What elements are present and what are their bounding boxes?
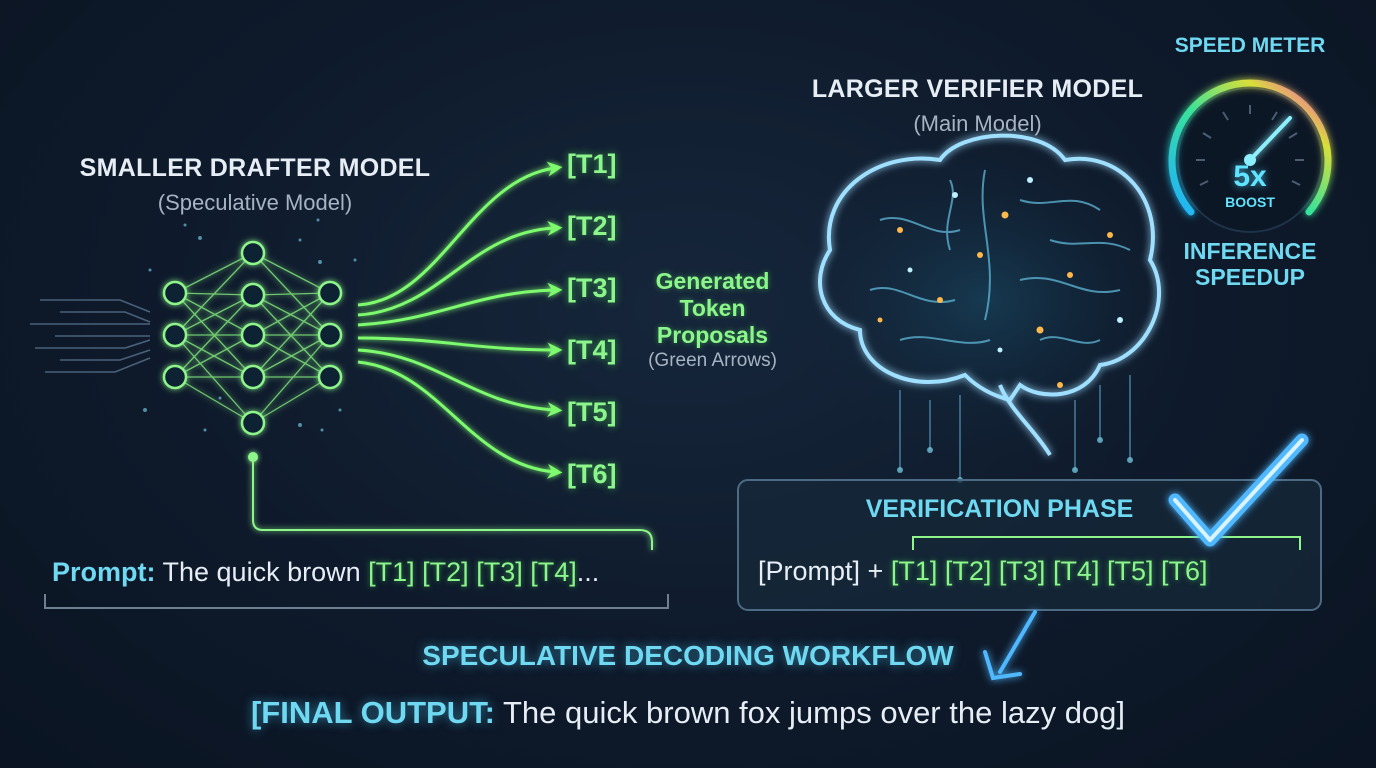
- speedometer-icon: [1168, 79, 1332, 233]
- verification-token-6: [T6]: [1161, 556, 1208, 586]
- proposals-note: (Green Arrows): [648, 350, 777, 371]
- output-arrow-icon: [983, 610, 1037, 681]
- workflow-title: SPECULATIVE DECODING WORKFLOW: [422, 640, 954, 671]
- feedback-node: [248, 452, 258, 462]
- verification-bracket: [912, 536, 1301, 550]
- final-output-label: [FINAL OUTPUT:: [250, 695, 495, 730]
- verification-prompt: [Prompt]: [758, 556, 861, 586]
- network-particles: [143, 218, 357, 432]
- proposals-line3: Proposals: [656, 322, 769, 348]
- verification-plus: +: [867, 556, 884, 586]
- token-t4: [T4]: [567, 335, 617, 365]
- drafter-title: SMALLER DRAFTER MODEL: [79, 154, 431, 182]
- prompt-token-3: [T3]: [476, 557, 523, 587]
- prompt-token-1: [T1]: [368, 557, 415, 587]
- prompt-line: Prompt: The quick brown [T1] [T2] [T3] […: [52, 557, 599, 588]
- prompt-bracket: [44, 594, 669, 609]
- token-arrows: [357, 161, 563, 479]
- verification-token-1: [T1]: [890, 556, 938, 586]
- final-output: [FINAL OUTPUT: The quick brown fox jumps…: [150, 695, 1226, 731]
- prompt-ellipsis: ...: [576, 557, 600, 587]
- token-t3: [T3]: [567, 273, 617, 303]
- speed-unit: BOOST: [1225, 194, 1275, 210]
- speed-meter-label: SPEED METER: [1174, 34, 1326, 57]
- token-t5: [T5]: [567, 397, 617, 427]
- speedup-caption-line1: INFERENCE: [1183, 238, 1317, 264]
- verification-token-5: [T5]: [1106, 556, 1154, 586]
- verifier-title: LARGER VERIFIER MODEL: [811, 75, 1144, 103]
- verification-token-3: [T3]: [998, 556, 1046, 586]
- verifier-subtitle: (Main Model): [913, 111, 1042, 136]
- circuit-lines-left: [30, 299, 151, 373]
- prompt-token-4: [T4]: [530, 557, 577, 587]
- prompt-label: Prompt:: [52, 557, 156, 587]
- proposals-line2: Token: [679, 295, 746, 321]
- speedup-caption-line2: SPEEDUP: [1195, 264, 1305, 290]
- verification-token-4: [T4]: [1052, 556, 1100, 586]
- feedback-path: [252, 457, 653, 550]
- proposals-line1: Generated: [655, 268, 770, 294]
- token-t6: [T6]: [567, 459, 617, 489]
- neural-network-icon: [162, 240, 343, 436]
- prompt-text: The quick brown: [162, 557, 361, 587]
- gauge-needle: [1248, 116, 1292, 162]
- verification-title-text: VERIFICATION PHASE: [865, 495, 1134, 523]
- verification-title: VERIFICATION PHASE: [738, 495, 1321, 524]
- token-t2: [T2]: [567, 211, 617, 241]
- brain-icon: [770, 130, 1200, 483]
- token-t1: [T1]: [567, 149, 617, 179]
- verification-token-2: [T2]: [944, 556, 992, 586]
- prompt-token-2: [T2]: [422, 557, 469, 587]
- speed-value: 5x: [1233, 160, 1267, 193]
- final-output-text: The quick brown fox jumps over the lazy …: [503, 695, 1126, 730]
- proposals-label: Generated Token Proposals: [630, 268, 795, 349]
- verification-sequence: [Prompt] + [T1] [T2] [T3] [T4] [T5] [T6]: [758, 556, 1208, 587]
- drafter-subtitle: (Speculative Model): [157, 190, 353, 215]
- speedup-caption: INFERENCE SPEEDUP: [1165, 238, 1335, 290]
- verification-box: [737, 479, 1322, 611]
